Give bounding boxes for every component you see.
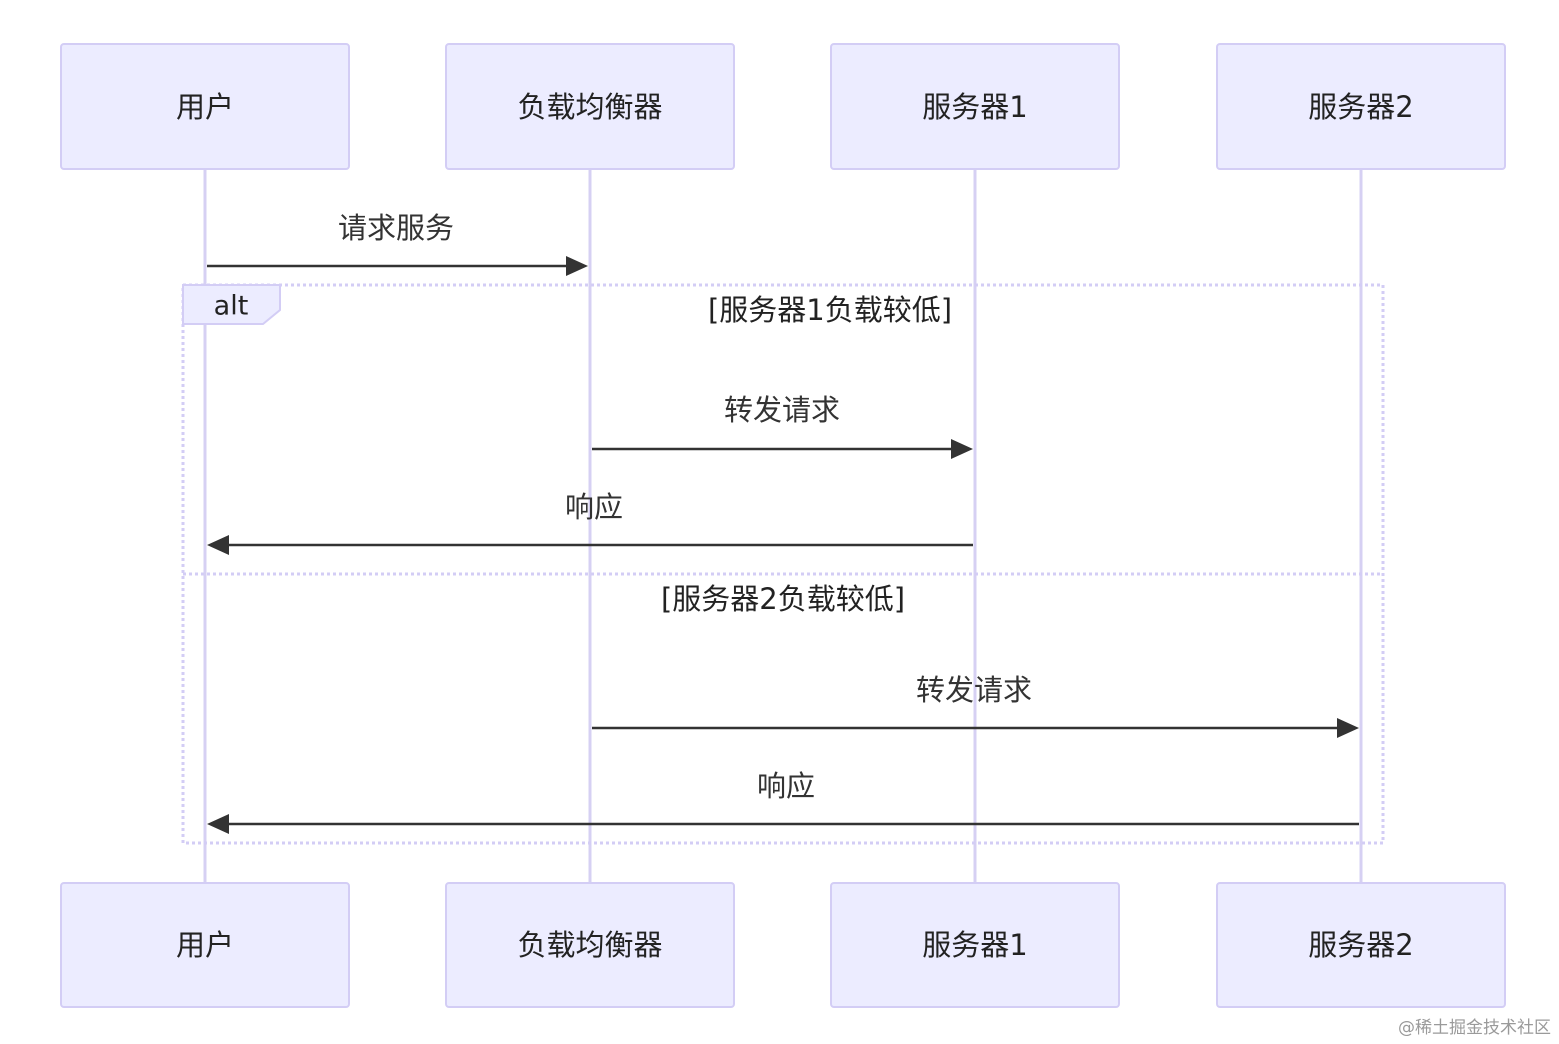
message-response-s1: 响应	[207, 490, 973, 555]
arrowhead-icon	[207, 535, 229, 555]
alt-frame: alt [服务器1负载较低] [服务器2负载较低]	[181, 283, 1385, 845]
actor-label: 用户	[176, 928, 234, 962]
message-label: 请求服务	[338, 211, 454, 245]
actor-box	[60, 882, 350, 1008]
actor-label: 服务器1	[922, 90, 1027, 124]
message-forward-s2: 转发请求	[592, 673, 1359, 738]
actor-label: 负载均衡器	[517, 928, 662, 962]
message-label: 响应	[565, 490, 623, 524]
actor-box	[1216, 882, 1506, 1008]
actor-label: 服务器1	[922, 928, 1027, 962]
actor-box	[60, 43, 350, 170]
actor-label: 服务器2	[1308, 90, 1413, 124]
message-forward-s1: 转发请求	[592, 393, 973, 459]
actor-top-s2: 服务器2	[1216, 43, 1506, 170]
actor-box	[1216, 43, 1506, 170]
actor-bottom-lb: 负载均衡器	[445, 882, 735, 1008]
actor-box	[830, 882, 1120, 1008]
message-label: 响应	[757, 769, 815, 803]
alt-frame-border	[181, 283, 1385, 845]
alt-condition-1: [服务器1负载较低]	[708, 293, 952, 327]
actor-bottom-user: 用户	[60, 882, 350, 1008]
actor-top-s1: 服务器1	[830, 43, 1120, 170]
message-response-s2: 响应	[207, 769, 1359, 834]
watermark: @稀土掘金技术社区	[1398, 1018, 1551, 1038]
arrowhead-icon	[1337, 718, 1359, 738]
arrowhead-icon	[951, 439, 973, 459]
actor-label: 服务器2	[1308, 928, 1413, 962]
actor-label: 负载均衡器	[517, 90, 662, 124]
message-label: 转发请求	[724, 393, 840, 427]
actor-box	[445, 882, 735, 1008]
arrowhead-icon	[566, 256, 588, 276]
actor-bottom-s1: 服务器1	[830, 882, 1120, 1008]
actor-label: 用户	[176, 90, 234, 124]
message-request-service: 请求服务	[207, 211, 588, 276]
actor-top-lb: 负载均衡器	[445, 43, 735, 170]
alt-condition-2: [服务器2负载较低]	[661, 582, 905, 616]
actor-top-user: 用户	[60, 43, 350, 170]
actor-bottom-s2: 服务器2	[1216, 882, 1506, 1008]
message-label: 转发请求	[916, 673, 1032, 707]
alt-frame-tag-label: alt	[214, 291, 249, 322]
alt-frame-tag	[182, 284, 281, 325]
arrowhead-icon	[207, 814, 229, 834]
actor-box	[445, 43, 735, 170]
actor-box	[830, 43, 1120, 170]
